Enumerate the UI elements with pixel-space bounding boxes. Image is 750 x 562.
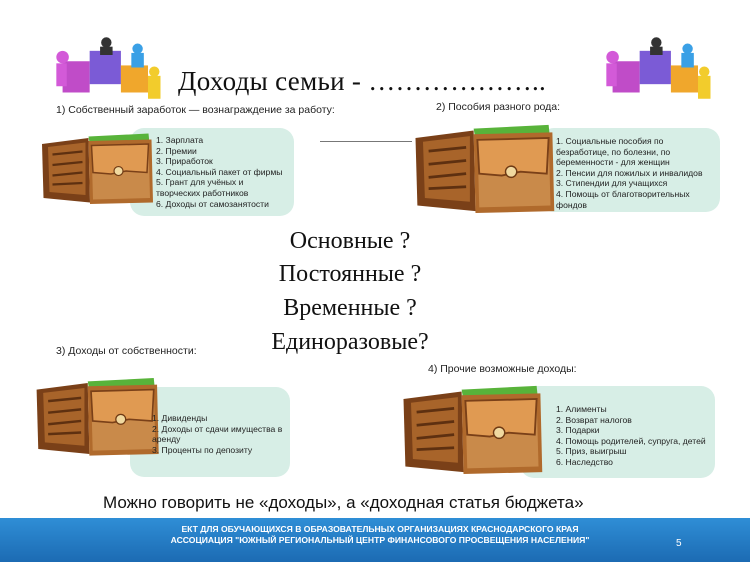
wallet-icon <box>36 122 156 214</box>
section-2-header: 2) Пособия разного рода: <box>436 101 561 113</box>
section-3-list: 1. Дивиденды 2. Доходы от сдачи имуществ… <box>152 413 288 455</box>
list-item: 2. Пенсии для пожилых и инвалидов <box>556 167 703 178</box>
list-item: 3. Подарки <box>556 425 600 436</box>
list-item: 3. Проценты по депозиту <box>152 444 253 455</box>
section-3-header: 3) Доходы от собственности: <box>56 345 197 357</box>
footer-line-1: ЕКТ ДЛЯ ОБУЧАЮЩИХСЯ В ОБРАЗОВАТЕЛЬНЫХ ОР… <box>181 524 579 534</box>
section-1-list: 1. Зарплата 2. Премии 3. Приработок 4. С… <box>156 135 288 209</box>
list-item: 1. Алименты <box>556 404 607 414</box>
page-title: Доходы семьи - ……………….. <box>178 66 547 96</box>
list-item: 6. Наследство <box>556 456 613 467</box>
list-item: 1. Зарплата <box>156 135 204 145</box>
section-4-panel <box>520 386 715 478</box>
wallet-icon <box>30 366 162 466</box>
figures-illustration-left <box>48 30 173 105</box>
list-item: 4. Помощь от благотворительных фондов <box>556 188 690 210</box>
section-2-list: 1. Социальные пособия по безработице, по… <box>556 136 716 210</box>
list-item: 5. Приз, выигрыш <box>556 446 627 457</box>
section-1-panel <box>130 128 294 216</box>
list-item: 2. Возврат налогов <box>556 414 632 425</box>
list-item: 1. Социальные пособия по безработице, по… <box>556 136 671 168</box>
list-item: 3. Приработок <box>156 156 213 167</box>
question-permanent: Постоянные ? <box>278 261 422 287</box>
section-2-panel <box>540 128 720 212</box>
divider <box>320 141 412 142</box>
list-item: 6. Доходы от самозанятости <box>156 198 269 209</box>
list-item: 5. Грант для учёных и творческих работни… <box>156 177 249 198</box>
note-text: Можно говорить не «доходы», а «доходная … <box>103 493 584 512</box>
list-item: 4. Помощь родителей, супруга, детей <box>556 435 706 446</box>
wallet-icon <box>408 118 558 218</box>
list-item: 4. Социальный пакет от фирмы <box>156 166 283 177</box>
list-item: 3. Стипендии для учащихся <box>556 178 668 189</box>
list-item: 2. Доходы от сдачи имущества в аренду <box>152 423 283 445</box>
question-main: Основные ? <box>289 228 411 254</box>
section-4-header: 4) Прочие возможные доходы: <box>428 363 577 375</box>
page-number: 5 <box>676 538 682 549</box>
wallet-icon <box>396 380 546 478</box>
figures-illustration-right <box>598 30 723 105</box>
footer-bar <box>0 518 750 562</box>
section-4-list: 1. Алименты 2. Возврат налогов 3. Подарк… <box>556 404 712 468</box>
list-item: 1. Дивиденды <box>152 413 208 423</box>
list-item: 2. Премии <box>156 145 197 156</box>
question-temporary: Временные ? <box>283 295 417 321</box>
section-1-header: 1) Собственный заработок — вознаграждени… <box>56 104 335 116</box>
footer-line-2: АССОЦИАЦИЯ "ЮЖНЫЙ РЕГИОНАЛЬНЫЙ ЦЕНТР ФИН… <box>170 535 590 545</box>
question-one-time: Единоразовые? <box>271 329 429 355</box>
footer-text: ЕКТ ДЛЯ ОБУЧАЮЩИХСЯ В ОБРАЗОВАТЕЛЬНЫХ ОР… <box>140 524 620 546</box>
